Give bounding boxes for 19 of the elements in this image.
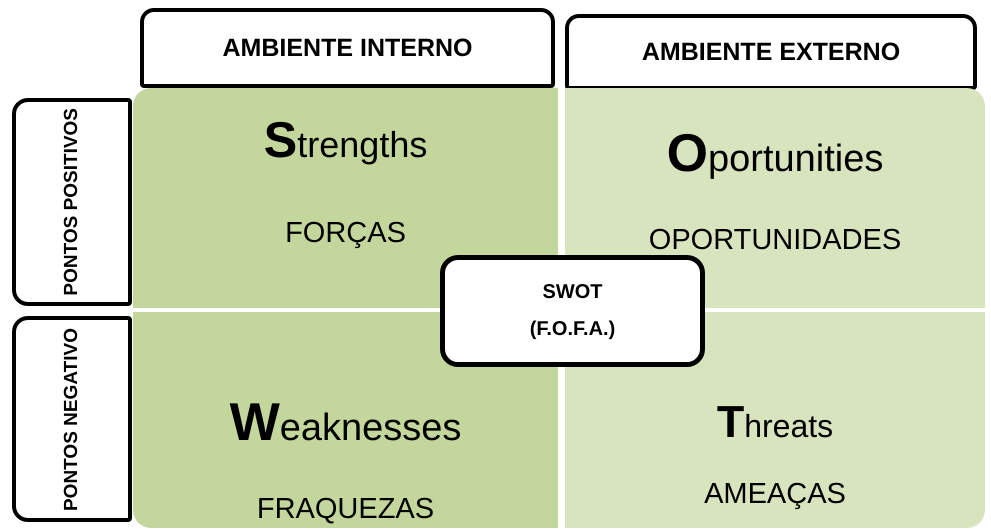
quadrant-subtitle: AMEAÇAS [704,478,846,511]
side-box [12,316,132,522]
quadrant-subtitle: FRAQUEZAS [256,493,434,526]
center-label: SWOT [542,281,602,304]
quadrant-subtitle: OPORTUNIDADES [648,224,902,257]
header-box [565,14,977,90]
header-label: AMBIENTE EXTERNO [642,38,900,66]
quadrant-subtitle: FORÇAS [285,217,406,250]
quadrant-title: Threats [716,397,834,448]
side-label: PONTOS NEGATIVO [60,328,84,510]
header-label: AMBIENTE INTERNO [222,34,472,62]
quadrant-title: Weaknesses [230,392,462,453]
quadrant-title: Strengths [264,110,428,169]
side-box [12,98,132,306]
header-box [140,8,555,88]
side-label: PONTOS POSITIVOS [60,108,84,296]
center-box [440,255,705,367]
center-label: (F.O.F.A.) [530,318,616,341]
quadrant-title: Oportunities [666,123,884,184]
